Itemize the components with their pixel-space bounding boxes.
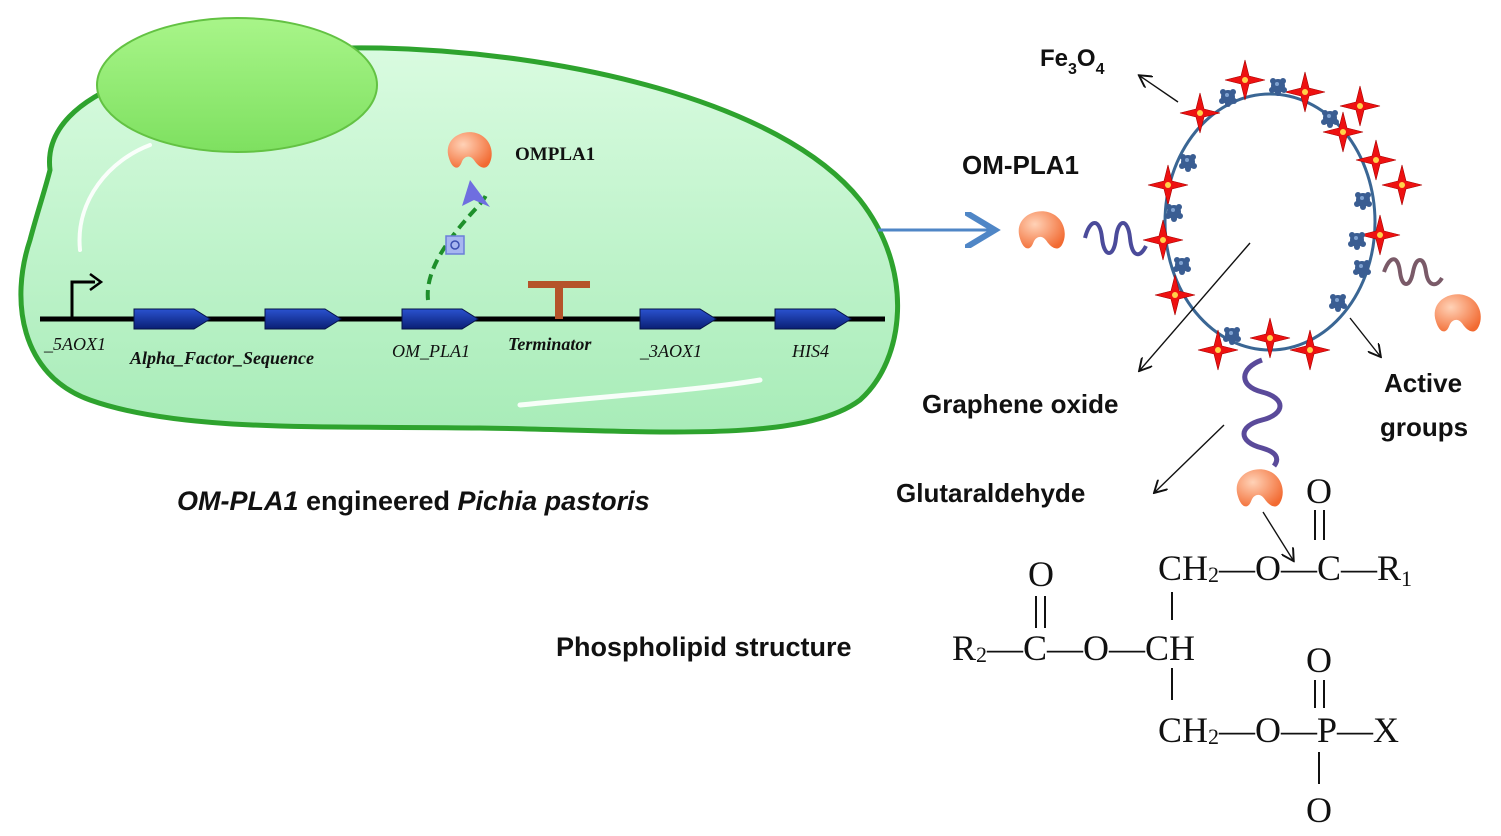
active-group xyxy=(1173,257,1191,275)
active-group xyxy=(1348,232,1366,250)
glutaraldehyde-pointer xyxy=(1155,424,1225,492)
fe3o4-particle xyxy=(1381,164,1423,206)
atom-ch2-bottom: CH2—O—P—X xyxy=(1158,710,1399,750)
gene-block-spacer xyxy=(264,308,342,330)
cell-caption: OM-PLA1 engineered Pichia pastoris xyxy=(177,486,650,516)
atom-o-top: O xyxy=(1306,471,1332,511)
label-terminator: Terminator xyxy=(508,334,592,354)
cell-highlight-top xyxy=(77,143,152,252)
fe3o4-particle xyxy=(1154,274,1196,316)
active-group xyxy=(1223,327,1241,345)
enzyme-icon-right xyxy=(1434,294,1481,332)
label-phospholipid-structure: Phospholipid structure xyxy=(556,632,852,662)
active-group xyxy=(1354,192,1372,210)
nanocarrier xyxy=(1142,59,1423,371)
linker-left xyxy=(1083,221,1148,257)
atom-o-phos-top: O xyxy=(1306,640,1332,680)
graphene-pointer xyxy=(1140,242,1251,370)
active-group xyxy=(1179,154,1197,172)
phospholipid-structure: O CH2—O—C—R1 O R2—C—O—CH O CH2—O—P—X O xyxy=(952,471,1412,830)
atom-o-left: O xyxy=(1028,554,1054,594)
label-graphene-oxide: Graphene oxide xyxy=(922,389,1119,419)
active-group xyxy=(1329,294,1347,312)
atom-o-phos-bottom: O xyxy=(1306,790,1332,830)
label-fe3o4: Fe3O4 xyxy=(1040,45,1105,78)
fe3o4-particle xyxy=(1249,317,1291,359)
cell-highlight-bottom xyxy=(517,377,763,408)
cleavage-pointer xyxy=(1262,511,1293,560)
arrowhead-icon xyxy=(462,180,490,207)
linker-right xyxy=(1382,257,1444,287)
enzyme-icon-left xyxy=(1018,211,1065,249)
label-active-line1: Active xyxy=(1384,368,1462,398)
caption-species: Pichia pastoris xyxy=(458,486,650,516)
label-3aox1: _3AOX1 xyxy=(639,341,702,361)
gene-block-his4 xyxy=(774,308,852,330)
active-groups-pointer xyxy=(1349,317,1380,356)
expression-cassette: _5AOX1 Alpha_Factor_Sequence OM_PLA1 Ter… xyxy=(40,272,885,368)
linker-bottom xyxy=(1241,357,1283,468)
label-glutaraldehyde: Glutaraldehyde xyxy=(896,478,1085,508)
label-active-line2: groups xyxy=(1380,412,1468,442)
fe3o4-particle xyxy=(1289,329,1331,371)
atom-r2-chain: R2—C—O—CH xyxy=(952,628,1195,668)
gene-block-3aox1 xyxy=(639,308,717,330)
active-group xyxy=(1353,260,1371,278)
fe3o4-particle xyxy=(1284,71,1326,113)
secretion-arrow xyxy=(425,180,490,301)
fe3o4-particle xyxy=(1339,85,1381,127)
fe3o4-particle xyxy=(1359,214,1401,256)
active-group xyxy=(1219,89,1237,107)
nucleus xyxy=(96,17,378,153)
atom-ch2-top: CH2—O—C—R1 xyxy=(1158,548,1412,591)
label-om-pla1-gene: OM_PLA1 xyxy=(392,341,470,361)
label-om-pla1: OM-PLA1 xyxy=(962,150,1079,180)
ribosome-icon xyxy=(445,235,465,255)
label-ompla1-protein: OMPLA1 xyxy=(515,144,595,165)
caption-gene: OM-PLA1 xyxy=(177,486,299,516)
active-group xyxy=(1165,204,1183,222)
fe3o4-particle xyxy=(1355,139,1397,181)
caption-mid: engineered xyxy=(299,486,458,516)
gene-block-alpha xyxy=(133,308,211,330)
promoter-arrow-icon xyxy=(70,272,104,319)
fe3o4-particle xyxy=(1147,164,1189,206)
fe3o4-pointer xyxy=(1140,76,1179,103)
label-5aox1: _5AOX1 xyxy=(43,334,106,354)
gene-block-ompla1 xyxy=(401,308,479,330)
label-his4: HIS4 xyxy=(791,341,829,361)
fe3o4-particle xyxy=(1142,219,1184,261)
fe3o4-particle xyxy=(1179,92,1221,134)
label-alpha-factor: Alpha_Factor_Sequence xyxy=(129,348,314,368)
terminator-icon xyxy=(528,281,590,319)
active-group xyxy=(1321,110,1339,128)
enzyme-icon-bottom xyxy=(1236,469,1283,507)
